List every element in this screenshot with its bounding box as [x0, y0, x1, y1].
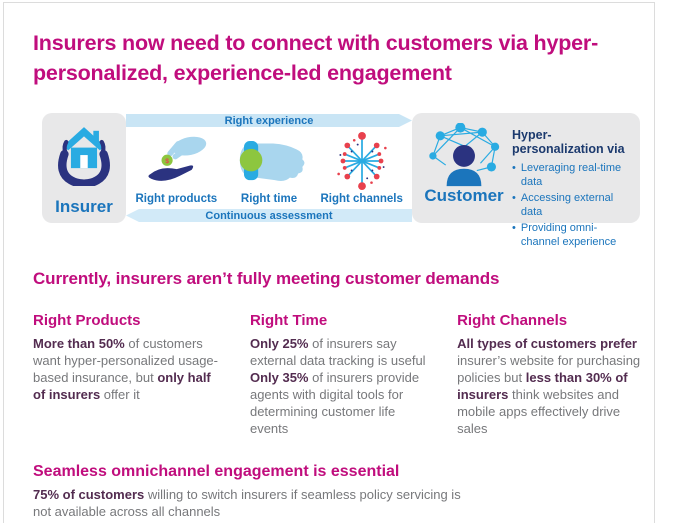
right-experience-arrow: Right experience — [126, 114, 412, 127]
insurer-block: Insurer — [42, 113, 126, 223]
demands-heading: Currently, insurers aren’t fully meeting… — [33, 269, 500, 288]
omnichannel-body: 75% of customers willing to switch insur… — [33, 487, 461, 519]
diagram-steps: $ Right products Right time — [126, 127, 412, 209]
step-right-channels: Right channels — [315, 129, 408, 209]
hyper-personalization-panel: Hyper-personalization via • Leveraging r… — [508, 121, 634, 248]
insurer-label: Insurer — [55, 197, 113, 216]
step-right-time: Right time — [223, 129, 316, 209]
bullet-text: Accessing external data — [520, 192, 614, 218]
customer-network-icon — [424, 121, 504, 187]
customer-block: Customer Hyper-personalization via • Lev… — [412, 113, 640, 248]
column-title: Right Products — [33, 312, 141, 329]
customer-label: Customer — [424, 186, 504, 205]
continuous-assessment-arrow: Continuous assessment — [126, 209, 412, 222]
demand-columns: Right Products More than 50% of customer… — [33, 312, 654, 437]
omnichannel-heading: Seamless omnichannel engagement is essen… — [33, 463, 400, 480]
svg-text:$: $ — [166, 158, 170, 165]
step-label: Right channels — [320, 193, 403, 205]
bullet-item: • Providing omni-channel experience — [512, 222, 634, 249]
bullet-text: Leveraging real-time data — [520, 162, 622, 188]
column-body: Only 25% of insurers say external data t… — [249, 336, 426, 436]
bullet-dot-icon: • — [512, 162, 516, 174]
customer-figure: Customer — [420, 121, 508, 223]
engagement-diagram: Insurer Right experience — [42, 113, 640, 248]
column-right-products: Right Products More than 50% of customer… — [33, 312, 226, 437]
column-title: Right Channels — [457, 312, 568, 329]
diagram-middle: Right experience — [126, 113, 412, 223]
column-right-channels: Right Channels All types of customers pr… — [457, 312, 654, 437]
bullet-text: Providing omni-channel experience — [520, 222, 617, 248]
wrist-watch-icon — [229, 129, 309, 193]
bullet-item: • Accessing external data — [512, 192, 634, 219]
column-body: More than 50% of customers want hyper-pe… — [33, 336, 218, 402]
step-label: Right time — [240, 193, 298, 205]
bullet-item: • Leveraging real-time data — [512, 162, 634, 189]
hand-giving-coin-icon: $ — [134, 129, 218, 193]
infographic-page: Insurers now need to connect with custom… — [3, 2, 655, 523]
bullet-dot-icon: • — [512, 222, 516, 234]
column-title: Right Time — [249, 312, 328, 329]
step-label: Right products — [135, 193, 218, 205]
continuous-assessment-arrow-label: Continuous assessment — [205, 209, 333, 222]
hyper-personalization-heading: Hyper-personalization via — [512, 128, 625, 156]
column-body: All types of customers prefer insurer’s … — [457, 336, 641, 436]
step-right-products: $ Right products — [130, 129, 223, 209]
network-burst-icon — [331, 129, 393, 193]
page-title: Insurers now need to connect with custom… — [33, 31, 599, 85]
omnichannel-section: Seamless omnichannel engagement is essen… — [33, 463, 654, 520]
column-right-time: Right Time Only 25% of insurers say exte… — [250, 312, 433, 437]
right-experience-arrow-label: Right experience — [224, 114, 314, 127]
hands-holding-house-icon — [56, 113, 112, 198]
bullet-dot-icon: • — [512, 192, 516, 204]
